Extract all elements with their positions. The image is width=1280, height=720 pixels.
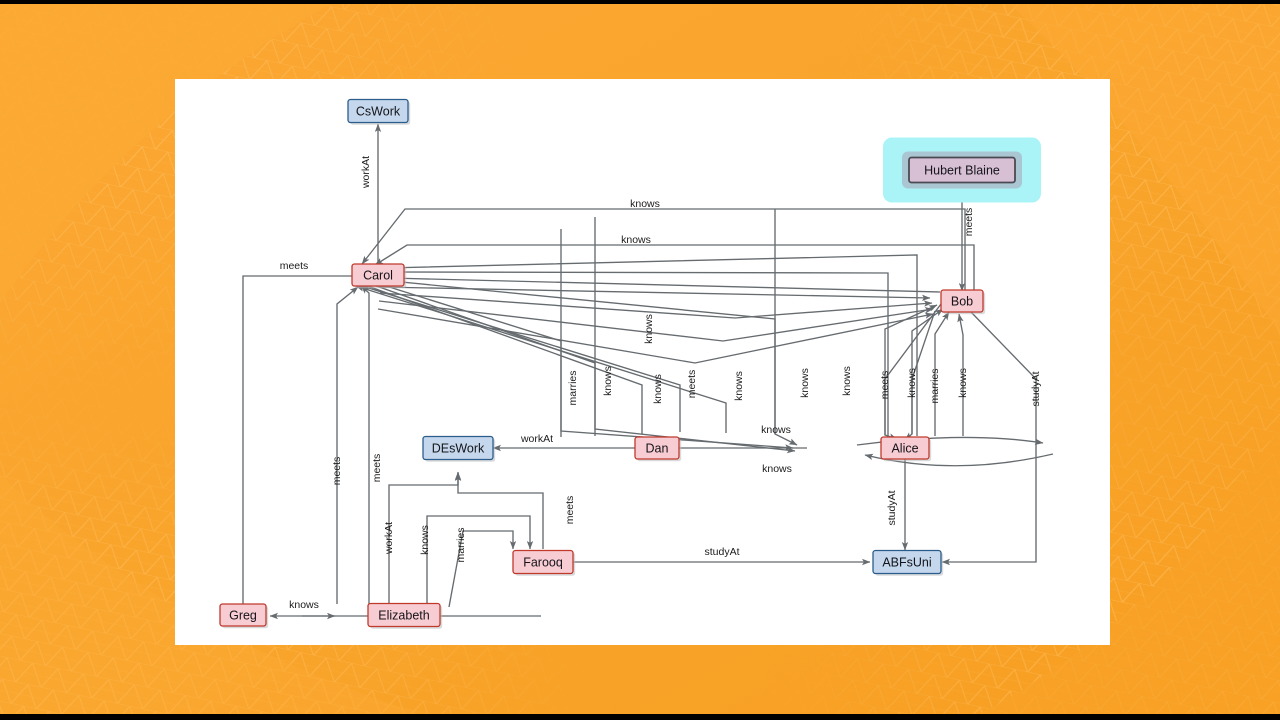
node-label-alice: Alice (891, 442, 918, 456)
graph-node-carol[interactable]: Carol (351, 263, 407, 289)
edge-elizabeth-farooq-marries (448, 530, 517, 608)
edge-label-knows: knows (957, 368, 969, 398)
node-box-greg[interactable] (219, 603, 267, 627)
edge-bob-abfsuni-studyat (941, 310, 1037, 566)
edge-into-dan-1 (774, 209, 798, 446)
edge-greg-carol-meets (242, 272, 365, 604)
edge-layer (242, 123, 1054, 620)
node-box-dan[interactable] (634, 436, 680, 460)
edge-label-knows: knows (621, 234, 651, 246)
node-box-alice[interactable] (880, 436, 930, 460)
edge-label-knows: knows (799, 368, 811, 398)
edge-label-knows: knows (289, 599, 319, 611)
node-box-deswork[interactable] (422, 435, 494, 461)
node-box-cswork[interactable] (347, 98, 409, 124)
edge-label-meets: meets (564, 496, 576, 525)
node-box-abfsuni[interactable] (872, 549, 942, 575)
edge-label-meets: meets (371, 454, 383, 483)
edge-label-layer: workAt meets knows knows meets knows marries kn… (280, 156, 1042, 611)
edge-label-knows: knows (906, 368, 918, 398)
edge-label-meets: meets (331, 457, 343, 486)
edge-alice-bob-meets (884, 304, 938, 435)
graph-node-deswork[interactable]: DEsWork (422, 435, 496, 462)
edge-label-meets: meets (963, 208, 975, 237)
graph-node-farooq[interactable]: Farooq (512, 549, 576, 576)
edge-label-workat: workAt (383, 522, 395, 555)
node-label-hubert: Hubert Blaine (924, 164, 1000, 178)
node-label-cswork: CsWork (356, 105, 401, 119)
graph-node-cswork[interactable]: CsWork (347, 98, 411, 125)
graph-node-dan[interactable]: Dan (634, 436, 682, 462)
edge-into-dan-3 (594, 217, 796, 454)
node-box-bob[interactable] (940, 289, 984, 313)
edge-label-studyat: studyAt (704, 546, 739, 558)
edge-bob-carol-knows-1 (361, 208, 966, 292)
edge-alice-bob-knows-1 (911, 308, 944, 434)
node-label-dan: Dan (646, 442, 669, 456)
edge-label-workat: workAt (520, 433, 553, 445)
node-label-greg: Greg (229, 609, 257, 623)
edge-dan-carol-meets (358, 284, 681, 432)
edge-label-knows: knows (761, 424, 791, 436)
edge-label-meets: meets (280, 260, 309, 272)
edge-alice-carol-knows-a (383, 268, 889, 436)
edge-into-dan-2 (560, 229, 794, 451)
node-label-bob: Bob (951, 295, 973, 309)
edge-label-marries: marries (567, 370, 579, 405)
edge-alice-carol-knows-b (385, 254, 918, 436)
edge-bob-carol-knows-3 (389, 275, 941, 293)
node-label-farooq: Farooq (523, 556, 563, 570)
edge-label-meets: meets (686, 370, 698, 399)
edge-label-knows: knows (630, 198, 660, 210)
graph-node-hubert[interactable]: Hubert Blaine (883, 137, 1041, 203)
node-box-hubert[interactable] (908, 156, 1016, 184)
edge-label-knows: knows (841, 366, 853, 396)
node-label-deswork: DEsWork (432, 442, 485, 456)
edge-bob-carol-knows-2 (374, 244, 975, 293)
edge-dan-carol-knows-d (355, 285, 727, 433)
edge-label-marries: marries (929, 368, 941, 403)
edge-alice-bob-marries (934, 311, 950, 436)
edge-label-knows: knows (602, 366, 614, 396)
edge-alice-bob-knows-2 (957, 313, 964, 436)
graph-node-elizabeth[interactable]: Elizabeth (367, 602, 443, 629)
node-label-elizabeth: Elizabeth (378, 609, 429, 623)
edge-carol-bob-b (379, 292, 933, 319)
edge-label-marries: marries (455, 527, 467, 562)
node-box-carol[interactable] (351, 263, 405, 287)
edge-elizabeth-carol-meets-1 (360, 285, 370, 604)
node-label-abfsuni: ABFsUni (882, 556, 931, 570)
edge-carol-bob-c (378, 300, 934, 342)
edge-label-knows: knows (643, 314, 655, 344)
graph-node-greg[interactable]: Greg (219, 603, 269, 629)
edge-label-studyat: studyAt (1030, 371, 1042, 406)
edge-elizabeth-carol-meets-2 (336, 286, 359, 604)
edge-label-knows: knows (419, 525, 431, 555)
knowledge-graph: workAt meets knows knows meets knows marries kn… (219, 98, 1054, 629)
edge-label-workat: workAt (360, 156, 372, 189)
edge-elizabeth-deswork-workat (388, 472, 462, 604)
graph-node-alice[interactable]: Alice (880, 436, 932, 462)
edge-elizabeth-farooq-knows (426, 515, 534, 604)
edge-dan-carol-knows-a (370, 276, 776, 434)
edge-label-knows: knows (762, 463, 792, 475)
node-box-farooq[interactable] (512, 549, 574, 575)
edge-label-knows: knows (652, 374, 664, 404)
edge-label-studyat: studyAt (886, 490, 898, 525)
node-box-elizabeth[interactable] (367, 602, 441, 628)
edge-label-knows: knows (733, 371, 745, 401)
diagram-canvas: workAt meets knows knows meets knows marries kn… (175, 79, 1110, 645)
graph-node-abfsuni[interactable]: ABFsUni (872, 549, 944, 576)
edge-dan-carol-knows-c (361, 283, 643, 434)
node-label-carol: Carol (363, 269, 393, 283)
edge-label-meets: meets (879, 371, 891, 400)
graph-node-bob[interactable]: Bob (940, 289, 986, 315)
